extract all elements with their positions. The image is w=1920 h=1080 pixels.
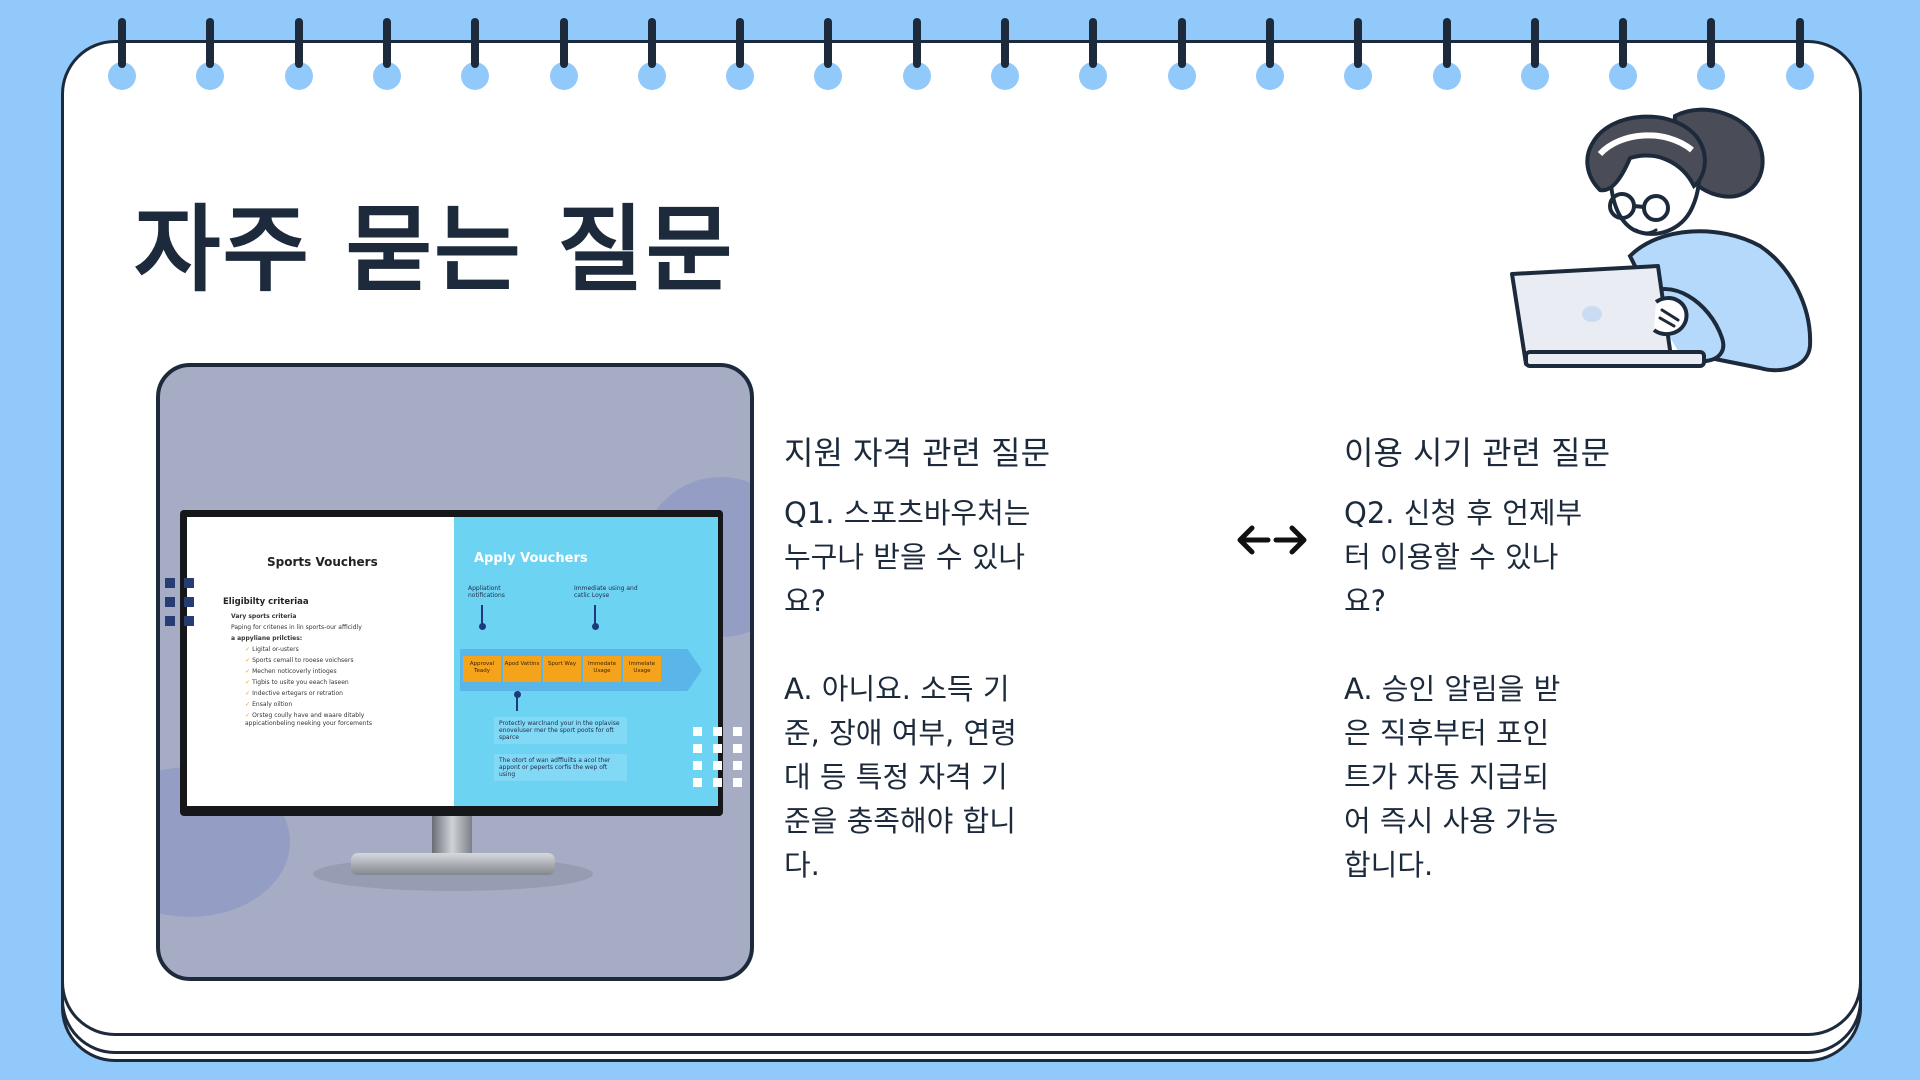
timeline-step: Immedate Usage (583, 656, 621, 682)
monitor-screen: Sports Vouchers Eligibilty criteriaa Var… (187, 517, 718, 806)
column-1-question: Q1. 스포츠바우처는 누구나 받을 수 있나요? (784, 496, 1031, 618)
screen-left-line: Indective ertegars or retration (231, 690, 447, 698)
column-1-heading: 지원 자격 관련 질문 (784, 434, 1051, 472)
screen-right-title: Apply Vouchers (474, 551, 588, 566)
screen-left-line: Vary sports criteria (231, 613, 297, 620)
ring-wire (1619, 18, 1628, 68)
ring-wire (1442, 18, 1451, 68)
screen-right-panel: Apply Vouchers Appliationt notifications… (454, 517, 718, 806)
left-right-arrows-icon (1237, 525, 1307, 555)
woman-with-laptop-icon (1510, 107, 1813, 373)
screen-left-panel: Sports Vouchers Eligibilty criteriaa Var… (187, 517, 454, 806)
column-2-heading: 이용 시기 관련 질문 (1344, 434, 1611, 472)
monitor-stand-base (351, 853, 555, 875)
ring-wire (206, 18, 215, 68)
ring-wire (294, 18, 303, 68)
screen-left-line: Ligital or-usters (231, 646, 447, 654)
timeline-pin (592, 623, 599, 630)
timeline-step: Immelate Usage (623, 656, 661, 682)
dot-pattern-right (693, 727, 742, 787)
screen-left-line: Tigbis to usite you eeach laseen (231, 679, 447, 687)
timeline-stem (594, 605, 596, 627)
ring-wire (1354, 18, 1363, 68)
screen-left-line: a appyliane prilcties: (231, 635, 303, 642)
screen-right-note: Protectly warclnand your in the oplavise… (494, 717, 627, 744)
page-title: 자주 묻는 질문 (134, 196, 735, 305)
ring-wire (1530, 18, 1539, 68)
ring-wire (1795, 18, 1804, 68)
screen-left-title: Sports Vouchers (267, 555, 378, 569)
ring-wire (824, 18, 833, 68)
screen-left-list: Vary sports criteria Paping for critenes… (231, 613, 447, 731)
ring-wire (1177, 18, 1186, 68)
timeline-pin (514, 691, 521, 698)
monitor-stand-neck (432, 809, 472, 861)
ring-wire (1001, 18, 1009, 68)
screen-right-note: The otort of wan adffiuilts a acol ther … (494, 754, 627, 781)
dot-pattern-left (165, 578, 194, 626)
screen-left-line: Sports cemall to rooese voichsers (231, 657, 447, 665)
ring-wire (118, 18, 126, 68)
column-1-answer: A. 아니요. 소득 기준, 장애 여부, 연령대 등 특정 자격 기준을 충족… (784, 672, 1017, 882)
ring-wire (559, 18, 568, 68)
timeline-pin (479, 623, 486, 630)
screen-left-line: Orsteg coully have and waare ditably app… (231, 712, 415, 728)
screen-left-line: Paping for critenes in lin sports-our af… (231, 624, 362, 631)
column-2-answer: A. 승인 알림을 받은 직후부터 포인트가 자동 지급되어 즉시 사용 가능합… (1344, 672, 1561, 882)
screen-right-label: Appliationt notifications (468, 585, 505, 599)
timeline-step: Approval Teady (463, 656, 501, 682)
screen-right-label: Immediate using and catlic Loyse (574, 585, 638, 599)
timeline-step: Sport Way (543, 656, 581, 682)
column-2-question: Q2. 신청 후 언제부터 이용할 수 있나요? (1344, 496, 1583, 618)
ring-wire (1089, 18, 1098, 68)
ring-wire (736, 18, 745, 68)
ring-wire (1265, 18, 1274, 68)
ring-wire (1707, 18, 1716, 68)
timeline-stem (516, 695, 518, 711)
ring-wire (382, 18, 391, 68)
ring-wire (647, 18, 656, 68)
timeline-stem (481, 605, 483, 627)
ring-wire (912, 18, 921, 68)
screen-left-line: Mechen noticoverly intioges (231, 668, 447, 676)
ring-wire (471, 18, 480, 68)
screen-left-line: Ensaly oiltion (231, 701, 447, 709)
timeline-step: Apod Vattins (503, 656, 541, 682)
screen-left-subtitle: Eligibilty criteriaa (223, 597, 309, 607)
